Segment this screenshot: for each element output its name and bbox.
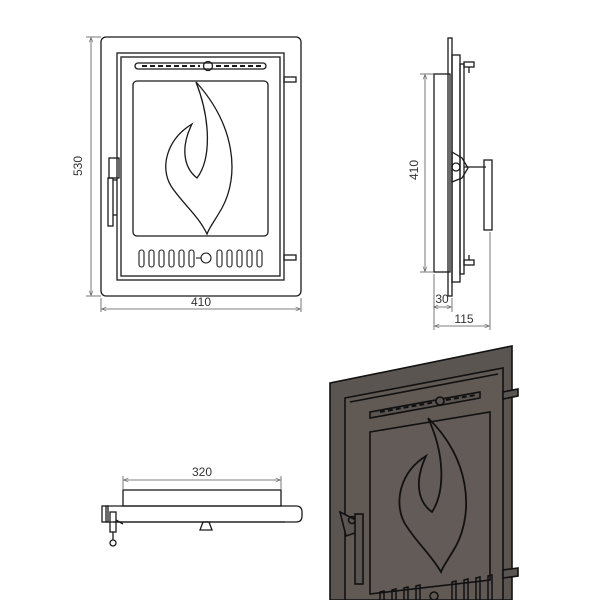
top-dimension-lines [122, 476, 282, 489]
dim-front-height: 530 [71, 156, 85, 176]
adjuster-knob-icon [199, 521, 213, 531]
dim-side-height: 410 [407, 160, 421, 180]
side-dimension-lines [420, 73, 491, 330]
top-air-slider [134, 60, 267, 72]
side-door-flange [451, 54, 461, 283]
front-outer-frame [100, 36, 302, 297]
dim-front-width: 410 [191, 295, 211, 309]
handle-icon [109, 511, 124, 547]
render-glass [369, 411, 491, 595]
dim-side-depth-small: 30 [435, 292, 449, 306]
hinge-icon [502, 388, 519, 579]
dim-top-width: 320 [192, 465, 212, 479]
door-3d-render [329, 345, 519, 600]
handle-icon [107, 157, 120, 227]
front-door-panel-inner [120, 56, 281, 277]
air-vent-icon [138, 249, 263, 268]
side-door-body [433, 73, 451, 273]
top-view [101, 489, 303, 547]
front-glass [132, 80, 269, 237]
front-view [100, 36, 302, 297]
front-dimension-lines [86, 36, 302, 312]
adjuster-knob-icon [202, 60, 214, 72]
hinge-icon [463, 61, 475, 266]
flame-icon [398, 417, 467, 575]
side-view [433, 37, 493, 297]
hinge-icon [283, 76, 297, 261]
top-front-plate [105, 505, 303, 523]
dim-side-depth-total: 115 [454, 312, 473, 326]
top-door-body [122, 489, 282, 507]
front-door-panel [116, 52, 285, 281]
flame-icon [165, 81, 233, 236]
handle-icon [451, 150, 493, 231]
handle-icon [338, 510, 364, 585]
air-vent-icon [379, 574, 493, 600]
